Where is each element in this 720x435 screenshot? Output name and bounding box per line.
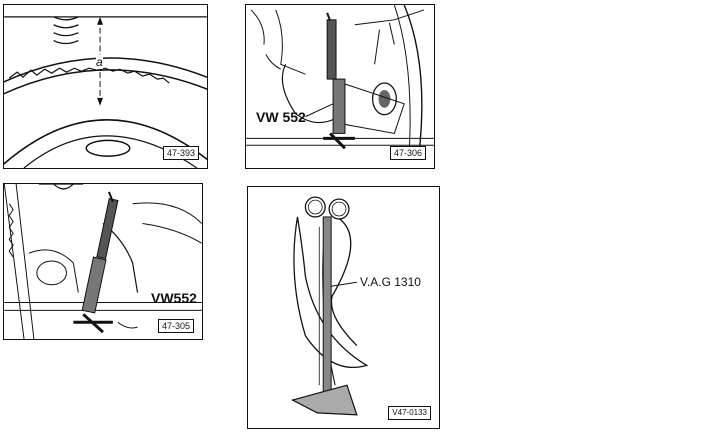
tyre-clearance-drawing xyxy=(4,16,207,168)
dimension-label: a xyxy=(96,55,103,69)
figure-reference: 47-306 xyxy=(389,146,426,160)
tool-label: V.A.G 1310 xyxy=(360,275,421,289)
tool-label: VW 552 xyxy=(256,109,306,125)
gauge-stand-drawing xyxy=(290,196,369,416)
figure-1-panel: a 47-393 xyxy=(3,4,208,169)
strut-compressor-drawing xyxy=(4,184,202,339)
figure-reference: V47-0133 xyxy=(388,406,431,420)
spring-compressor-drawing xyxy=(246,5,434,154)
figure-3-panel: VW552 47-305 xyxy=(3,183,203,340)
figure-4-panel: V.A.G 1310 V47-0133 xyxy=(247,186,440,429)
figure-reference: 47-393 xyxy=(162,146,199,160)
figure-2-panel: VW 552 47-306 xyxy=(245,4,435,169)
figure-reference: 47-305 xyxy=(157,319,194,333)
tool-label: VW552 xyxy=(151,290,197,306)
